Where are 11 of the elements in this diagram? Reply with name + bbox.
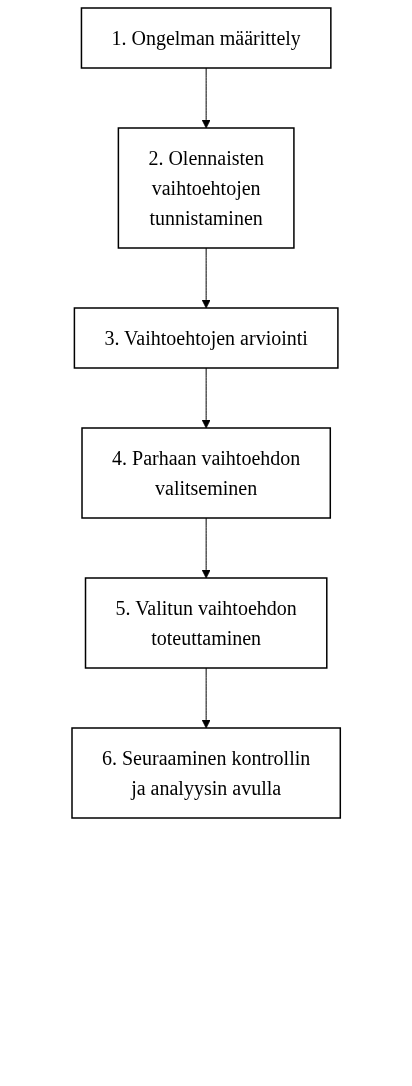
arrow <box>201 247 211 309</box>
node-box: 2. Olennaisten vaihtoehtojen tunnistaminen <box>117 127 295 249</box>
node-box: 4. Parhaan vaihtoehdon valitseminen <box>81 427 331 519</box>
arrow <box>201 367 211 429</box>
node-box: 5. Valitun vaihtoehdon toteuttaminen <box>84 577 328 669</box>
arrow <box>201 517 211 579</box>
node-box: 1. Ongelman määrittely <box>80 7 332 69</box>
arrow <box>201 667 211 729</box>
node-box: 3. Vaihtoehtojen arviointi <box>73 307 339 369</box>
arrow <box>201 67 211 129</box>
node-box: 6. Seuraaminen kontrollin ja analyysin avulla <box>71 727 341 819</box>
